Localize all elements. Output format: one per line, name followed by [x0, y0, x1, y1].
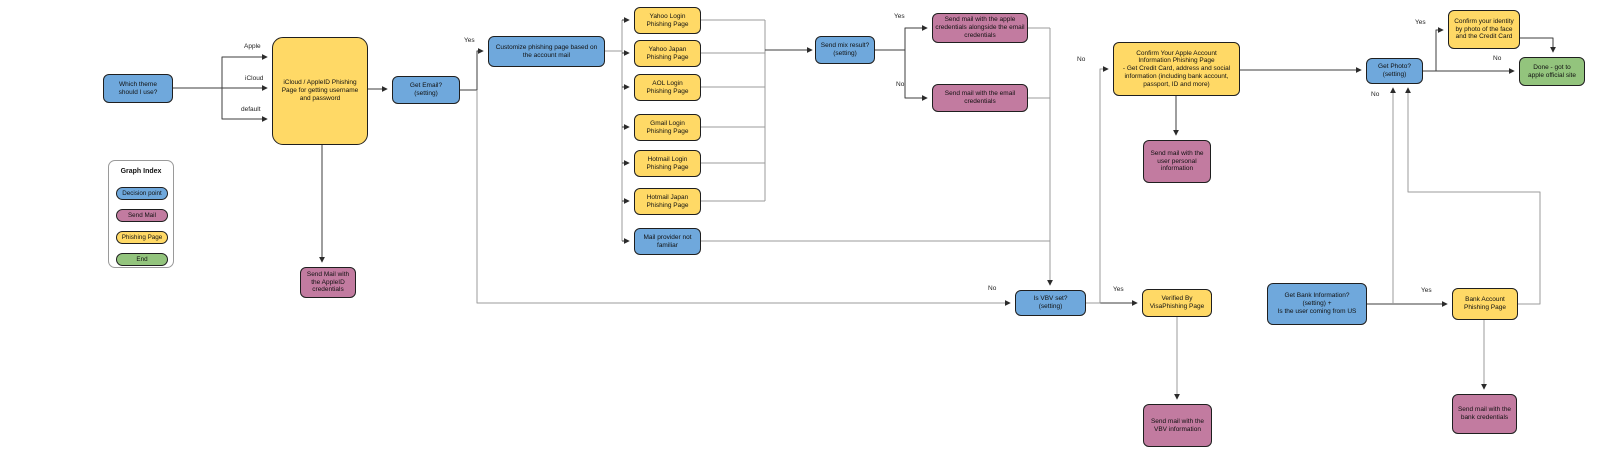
- edge-to-isvbv: [701, 27, 1050, 285]
- node-customize-page: Customize phishing page based on the acc…: [488, 36, 605, 67]
- node-done: Done - got to apple official site: [1519, 57, 1585, 86]
- node-mail-personal-info: Send mail with the user personal informa…: [1143, 140, 1211, 183]
- label-vbv-no: No: [1077, 56, 1086, 63]
- legend-send-mail: Send Mail: [116, 209, 168, 222]
- legend-title: Graph Index: [120, 168, 162, 175]
- node-confirm-apple-account: Confirm Your Apple Account Information P…: [1113, 42, 1240, 96]
- node-which-theme: Which theme should I use?: [103, 74, 173, 103]
- label-photo-yes: Yes: [1415, 19, 1426, 26]
- edge-photo-yes: [1423, 27, 1444, 72]
- edge-identity-done: [1520, 37, 1556, 53]
- node-mail-bank-creds: Send mail with the bank credentials: [1452, 394, 1517, 434]
- edge-provider-bracket: [605, 20, 623, 241]
- graph-index-legend: Graph Index Decision point Send Mail Phi…: [108, 160, 174, 268]
- node-get-photo: Get Photo? (setting): [1366, 58, 1423, 84]
- label-vbv-yes: Yes: [1113, 286, 1124, 293]
- node-get-email: Get Email? (setting): [392, 76, 460, 104]
- label-photo-no: No: [1493, 55, 1502, 62]
- edge-vbv-no: [1086, 66, 1109, 304]
- label-theme-icloud: iCloud: [245, 75, 264, 82]
- label-bank-yes: Yes: [1421, 287, 1432, 294]
- edge-mix-yes: [875, 25, 928, 51]
- edge-bankpage-getphoto: [1405, 87, 1541, 305]
- legend-end: End: [116, 253, 168, 266]
- label-theme-default: default: [241, 106, 261, 113]
- node-confirm-identity: Confirm your identity by photo of the fa…: [1448, 10, 1520, 49]
- edge-theme-apple: [221, 54, 268, 88]
- edge-getemail-no: [476, 90, 1011, 306]
- node-mail-appleid-creds: Send Mail with the AppleID credentials: [300, 267, 356, 298]
- node-mail-vbv-info: Send mail with the VBV information: [1143, 404, 1212, 447]
- label-mix-yes: Yes: [894, 13, 905, 20]
- legend-decision-point: Decision point: [116, 187, 168, 200]
- node-send-mix-result: Send mix result? (setting): [815, 36, 875, 64]
- edge-getemail-yes: [460, 48, 484, 91]
- node-is-vbv-set: Is VBV set? (setting): [1015, 290, 1086, 316]
- node-hotmail-login: Hotmail Login Phishing Page: [634, 150, 701, 177]
- legend-phishing-page: Phishing Page: [116, 231, 168, 244]
- node-aol-login: AOL Login Phishing Page: [634, 74, 701, 101]
- node-mail-provider-not-familiar: Mail provider not familiar: [634, 228, 701, 255]
- label-theme-apple: Apple: [244, 43, 261, 50]
- node-yahoo-japan: Yahoo Japan Phishing Page: [634, 40, 701, 67]
- edge-provider-merge: [701, 19, 766, 202]
- node-mail-email-creds: Send mail with the email credentials: [932, 84, 1028, 112]
- node-verified-by-visa: Verified By VisaPhishing Page: [1142, 289, 1212, 317]
- node-get-bank-info: Get Bank Information? (setting) + Is the…: [1267, 283, 1367, 325]
- label-bank-no: No: [1371, 91, 1380, 98]
- label-getemail-yes: Yes: [464, 37, 475, 44]
- label-getemail-no: No: [988, 285, 997, 292]
- node-icloud-appleid-page: iCloud / AppleID Phishing Page for getti…: [272, 37, 368, 145]
- node-yahoo-login: Yahoo Login Phishing Page: [634, 7, 701, 34]
- label-mix-no: No: [896, 81, 905, 88]
- edge-theme-default: [221, 88, 268, 122]
- node-gmail-login: Gmail Login Phishing Page: [634, 114, 701, 141]
- node-mail-apple-creds: Send mail with the apple credentials alo…: [932, 13, 1028, 43]
- node-hotmail-japan: Hotmail Japan Phishing Page: [634, 188, 701, 215]
- edge-mix-no: [904, 50, 928, 101]
- node-bank-account-page: Bank Account Phishing Page: [1452, 288, 1518, 320]
